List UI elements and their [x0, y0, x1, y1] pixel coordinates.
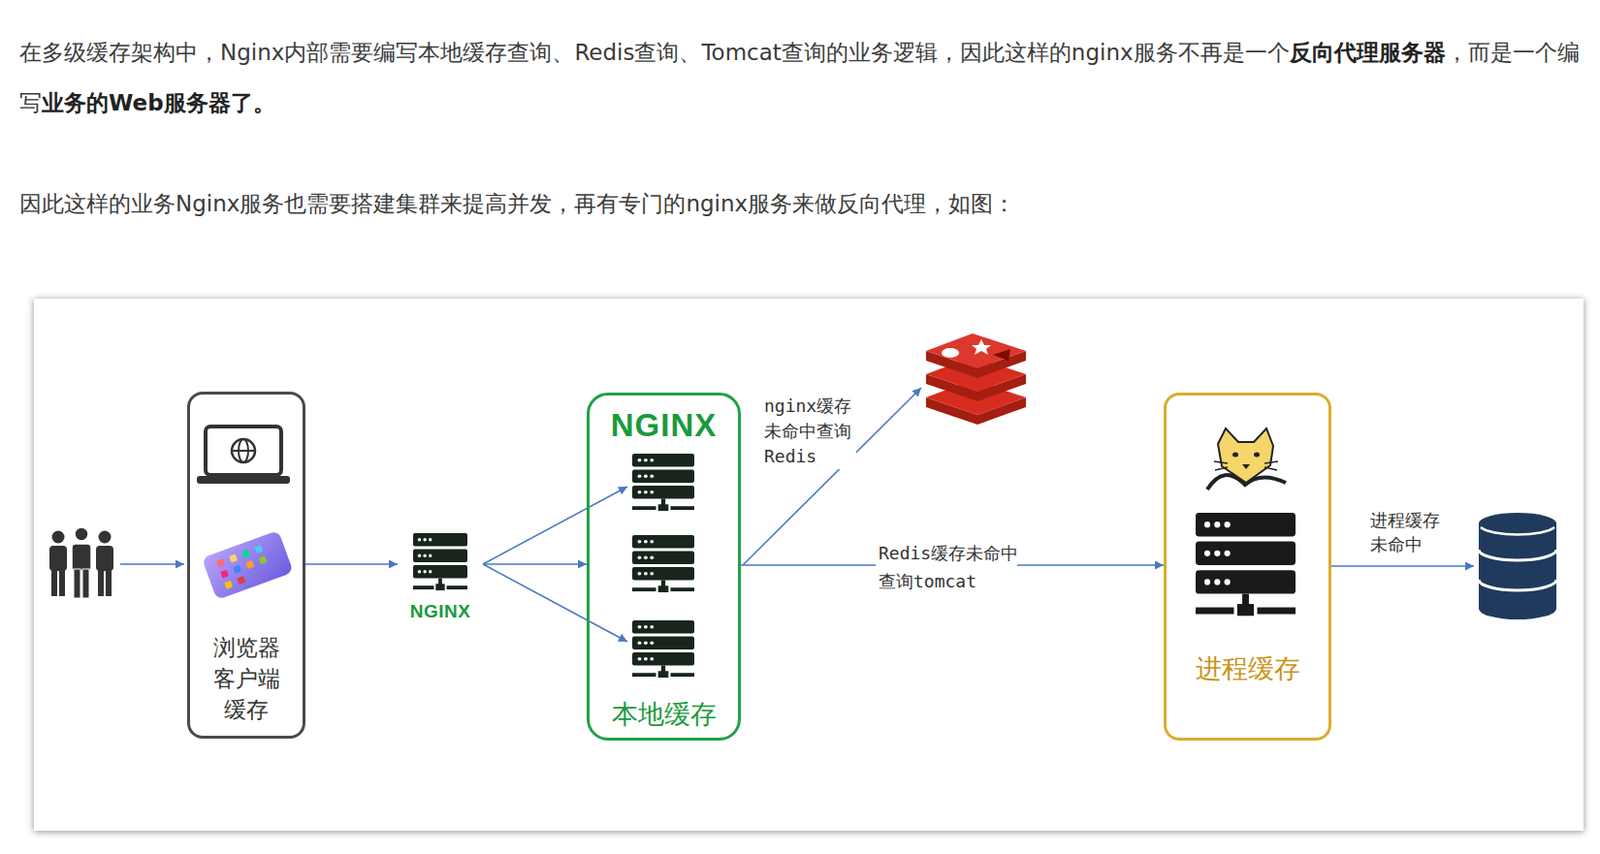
- client-box: 浏览器 客户端 缓存: [187, 391, 306, 739]
- box-title: 本地缓存: [611, 697, 717, 733]
- proxy-server-icon: [413, 533, 468, 591]
- nginx-cluster-box: NGINX 本地缓存: [586, 392, 741, 741]
- flow-arrow: [305, 563, 398, 566]
- laptop-icon: [196, 426, 290, 484]
- edge-note: nginx缓存 未命中查询 Redis: [761, 393, 857, 470]
- flow-arrow: [482, 486, 628, 565]
- server-icon: [632, 453, 695, 512]
- redis-icon: [926, 333, 1026, 425]
- paragraph: 因此这样的业务Nginx服务也需要搭建集群来提高并发，再有专门的nginx服务来…: [19, 178, 1586, 229]
- proxy-server: NGINX: [397, 530, 483, 624]
- paragraph: 在多级缓存架构中，Nginx内部需要编写本地缓存查询、Redis查询、Tomca…: [19, 27, 1586, 128]
- flow-arrow: [482, 564, 628, 642]
- flow-arrow: [1331, 565, 1474, 568]
- nginx-logo-text: NGINX: [610, 407, 718, 445]
- paragraph-text: 在多级缓存架构中，Nginx内部需要编写本地缓存查询、Redis查询、Tomca…: [19, 39, 1290, 65]
- flow-arrow: [482, 563, 587, 566]
- edge-label: Redis缓存未命中 查询tomcat: [875, 539, 1018, 596]
- nginx-logo-text: NGINX: [410, 601, 472, 623]
- phone-icon: [201, 530, 294, 601]
- paragraph-text: 因此这样的业务Nginx服务也需要搭建集群来提高并发，再有专门的nginx服务来…: [19, 191, 1016, 217]
- server-icon: [632, 620, 695, 678]
- tomcat-box: 进程缓存: [1163, 392, 1332, 741]
- flow-arrow: [120, 563, 185, 566]
- edge-note: 进程缓存 未命中: [1367, 508, 1449, 557]
- server-icon: [1195, 512, 1296, 616]
- paragraph-text: 反向代理服务器: [1289, 39, 1446, 65]
- box-title: 进程缓存: [1195, 651, 1301, 687]
- client-label: 浏览器 客户端 缓存: [210, 632, 283, 726]
- database-icon: [1478, 512, 1557, 620]
- paragraph-text: 业务的Web服务器了。: [41, 90, 276, 116]
- users-icon: [49, 527, 114, 599]
- server-icon: [632, 535, 695, 593]
- tomcat-logo: [1207, 428, 1286, 490]
